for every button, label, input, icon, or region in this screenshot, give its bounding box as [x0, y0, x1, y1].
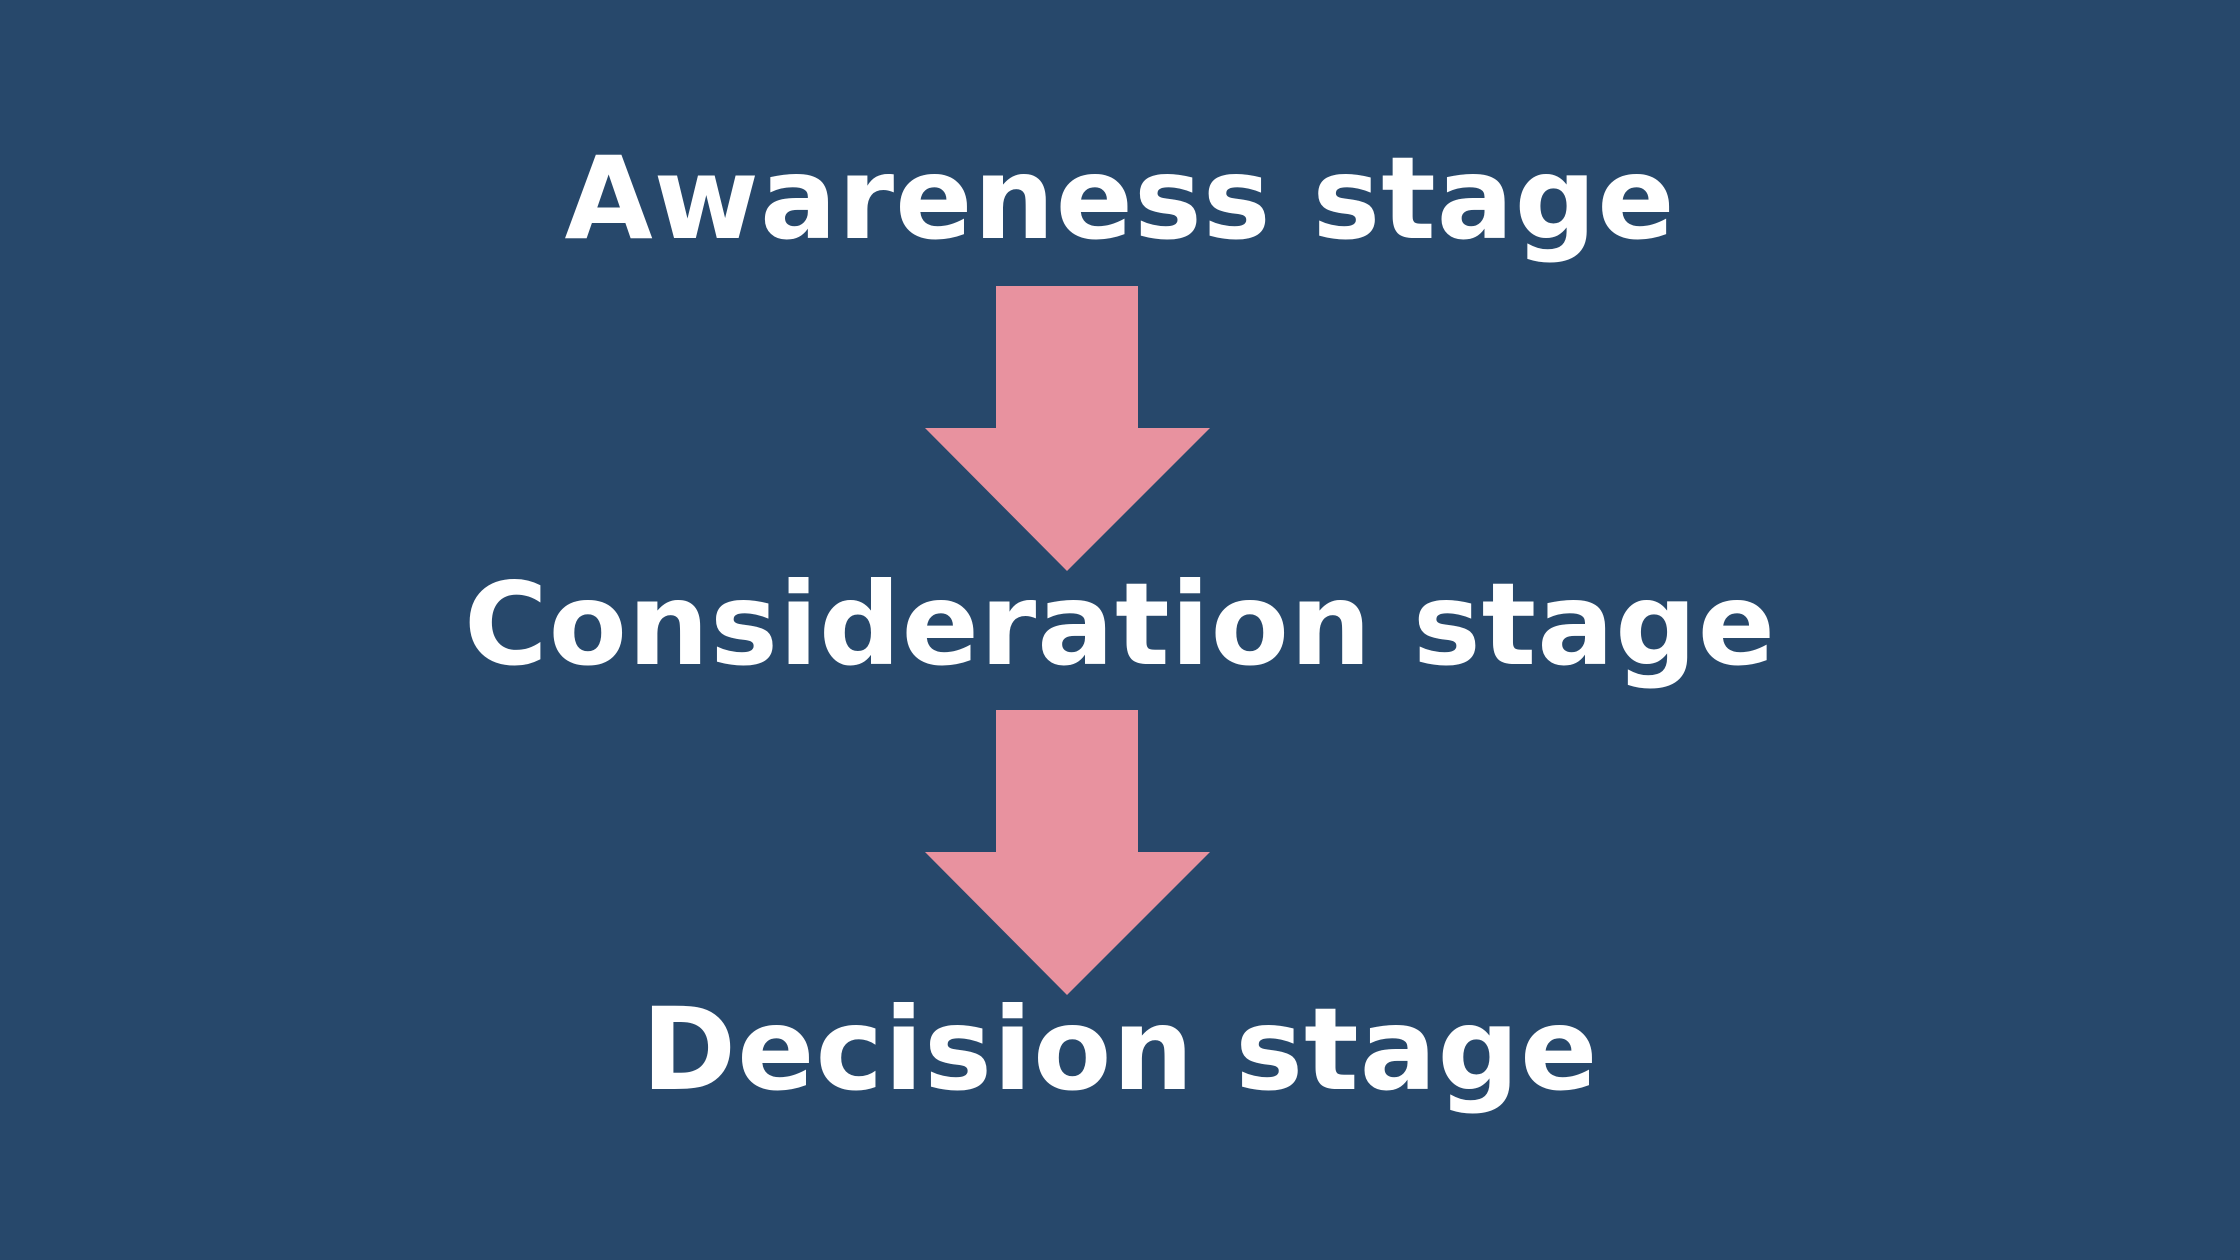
stage-label-consideration: Consideration stage [463, 558, 1777, 691]
arrow-consideration-to-decision [925, 710, 1210, 995]
arrow-awareness-to-consideration [925, 286, 1210, 571]
stage-label-awareness: Awareness stage [564, 132, 1676, 265]
stage-label-decision: Decision stage [641, 983, 1599, 1116]
